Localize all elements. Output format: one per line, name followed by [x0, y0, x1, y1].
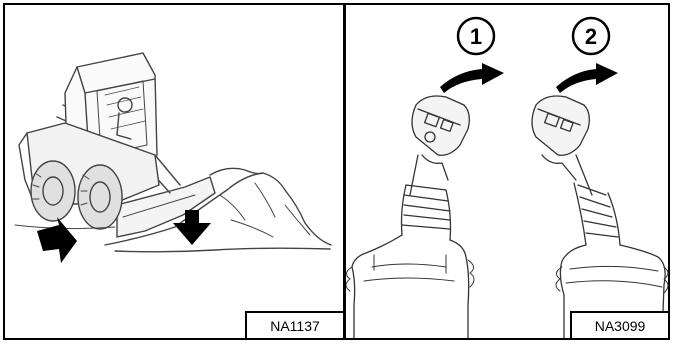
svg-text:2: 2	[585, 24, 597, 49]
rotation-arrow-icon	[440, 63, 618, 93]
joystick-controls-illustration: 1 2	[346, 5, 670, 338]
figure-caption: NA3099	[570, 311, 668, 338]
callout-2: 2	[573, 18, 609, 54]
callout-1: 1	[458, 18, 494, 54]
svg-text:1: 1	[470, 24, 482, 49]
figure-frame: NA1137 1 2	[3, 3, 670, 340]
figure-panel-joystick: 1 2	[346, 5, 668, 338]
figure-caption: NA1137	[245, 311, 343, 338]
figure-panel-loader: NA1137	[5, 5, 346, 338]
skid-steer-loader-illustration	[5, 5, 341, 338]
